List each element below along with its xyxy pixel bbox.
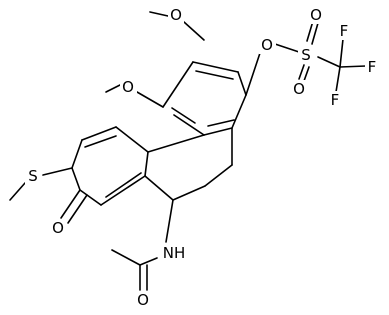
atom-label-o-triflate: O [261,36,273,54]
atom-label-f-bottom: F [331,91,340,109]
atom-label-sulfonyl-o-lower: O [293,80,305,98]
atom-labels: O O O S O O F F F S O NH O [25,6,380,309]
atom-label-amide-o: O [137,291,149,309]
atom-label-f-top: F [340,22,349,40]
atom-label-ketone-o: O [52,219,64,237]
bond-lines [9,11,367,291]
atom-label-o-mid: O [122,78,134,96]
atom-label-sulfonyl-o-upper: O [310,6,322,24]
atom-label-f-right: F [368,58,377,76]
atom-label-o-top: O [170,6,182,24]
atom-label-amide-nh: NH [163,244,186,262]
atom-label-thioether-s: S [28,167,38,185]
atom-label-sulfonyl-s: S [301,46,311,64]
